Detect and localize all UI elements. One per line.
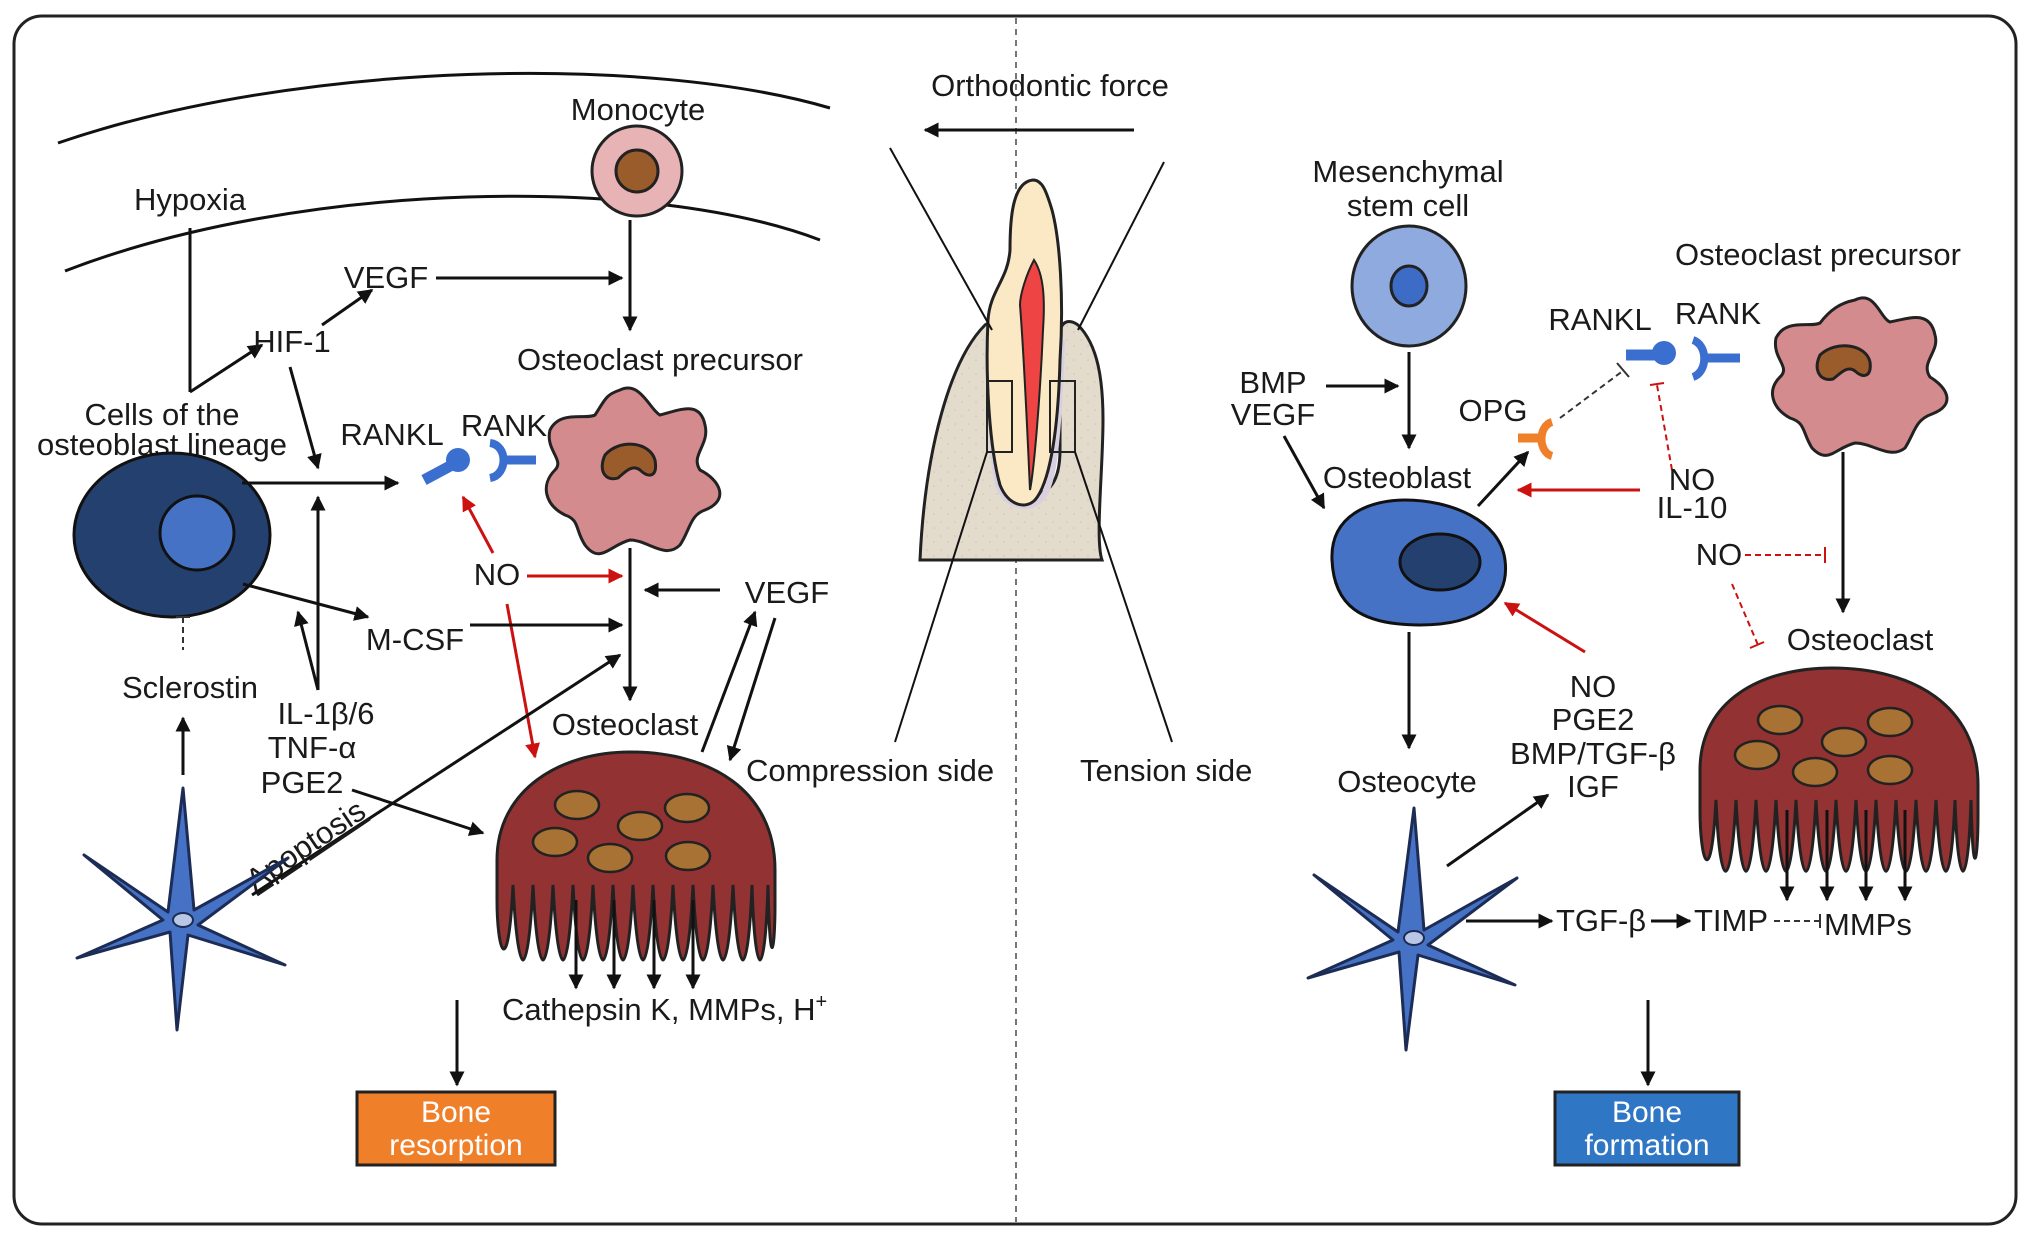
svg-text:NO: NO xyxy=(1570,669,1617,704)
secretions-label: Cathepsin K, MMPs, H+ xyxy=(502,991,827,1027)
svg-text:Bone: Bone xyxy=(1612,1096,1682,1129)
svg-text:Bone: Bone xyxy=(421,1096,491,1129)
il-label: IL-1β/6 xyxy=(277,696,374,731)
osteoclast-precursor-nucleus-left xyxy=(600,442,658,481)
opg-label: OPG xyxy=(1459,393,1528,428)
rank-receptor-right xyxy=(1691,336,1740,381)
osteoclast-precursor-label-right: Osteoclast precursor xyxy=(1675,237,1961,272)
secretion-arrows-left xyxy=(568,900,701,990)
osteoblast-lineage-cell xyxy=(72,451,272,619)
apoptosis-label: Apoptosis xyxy=(239,793,371,898)
vessel-wall-top xyxy=(57,71,831,145)
bone-resorption-box: Bone resorption xyxy=(355,1090,557,1167)
tension-side-label: Tension side xyxy=(1080,753,1252,788)
sclerostin-label: Sclerostin xyxy=(122,670,258,705)
no-label-left: NO xyxy=(474,557,521,592)
tooth-illustration xyxy=(889,147,1173,743)
svg-text:BMP/TGF-β: BMP/TGF-β xyxy=(1510,736,1676,771)
rankl-label-left: RANKL xyxy=(340,417,443,452)
rank-label-right: RANK xyxy=(1675,296,1761,331)
mesenchymal-stem-cell xyxy=(1350,224,1468,348)
svg-text:resorption: resorption xyxy=(389,1129,522,1162)
osteoclast-label-right: Osteoclast xyxy=(1787,622,1934,657)
pge2-label: PGE2 xyxy=(261,765,344,800)
mmps-label: MMPs xyxy=(1824,907,1912,942)
no-label-right-1: NO xyxy=(1669,462,1716,497)
osteocyte-label: Osteocyte xyxy=(1337,764,1477,799)
mcsf-label: M-CSF xyxy=(366,622,464,657)
figure-frame xyxy=(12,14,2018,1226)
opg-decoy-receptor xyxy=(1518,418,1554,460)
monocyte-cell xyxy=(590,124,684,218)
msc-label: Mesenchymal xyxy=(1312,154,1503,189)
tnf-label: TNF-α xyxy=(268,730,357,765)
bone-formation-box: Bone formation xyxy=(1553,1090,1741,1167)
osteoclast-precursor-cell-left xyxy=(544,386,722,556)
osteoblast-lineage-label: Cells of the xyxy=(84,397,239,432)
vessel-wall-bottom xyxy=(64,194,821,273)
osteoclast-cell-left xyxy=(495,750,777,962)
osteoclast-nuclei-right xyxy=(1733,704,1914,788)
timp-label: TIMP xyxy=(1694,903,1768,938)
osteoclast-precursor-nucleus-right xyxy=(1815,344,1872,381)
compression-side-label: Compression side xyxy=(746,753,994,788)
orthodontic-force-label: Orthodontic force xyxy=(931,68,1169,103)
msc-label-2: stem cell xyxy=(1347,188,1469,223)
osteoblast-cell xyxy=(1330,498,1508,627)
vegf-mid-label: VEGF xyxy=(745,575,829,610)
osteocyte-factors: NO PGE2 BMP/TGF-β IGF xyxy=(1510,669,1676,804)
vegf-top-label: VEGF xyxy=(344,260,428,295)
rankl-ligand-right xyxy=(1626,341,1676,365)
hif1-label: HIF-1 xyxy=(253,324,331,359)
il10-label: IL-10 xyxy=(1657,490,1728,525)
bmp-label: BMP xyxy=(1239,365,1306,400)
osteoblast-label: Osteoblast xyxy=(1323,460,1472,495)
svg-text:formation: formation xyxy=(1584,1129,1709,1162)
osteocyte-cell-left xyxy=(75,786,290,1032)
rankl-ligand-left xyxy=(421,448,470,485)
osteoclast-precursor-cell-right xyxy=(1771,296,1949,457)
osteoclast-nuclei-left xyxy=(531,789,712,874)
svg-text:IGF: IGF xyxy=(1567,769,1619,804)
vegf-label-right: VEGF xyxy=(1231,397,1315,432)
tgfb-label: TGF-β xyxy=(1556,903,1646,938)
osteoclast-cell-right xyxy=(1698,666,1980,873)
svg-text:PGE2: PGE2 xyxy=(1552,702,1635,737)
osteoclast-label-left: Osteoclast xyxy=(552,707,699,742)
osteoclast-precursor-label-left: Osteoclast precursor xyxy=(517,342,803,377)
monocyte-label: Monocyte xyxy=(571,92,705,127)
hypoxia-label: Hypoxia xyxy=(134,182,247,217)
rankl-label-right: RANKL xyxy=(1548,302,1651,337)
osteocyte-cell-right xyxy=(1306,806,1519,1052)
secretion-arrows-right xyxy=(1779,810,1913,902)
tooth-pulp xyxy=(1018,258,1045,491)
rank-label-left: RANK xyxy=(461,408,547,443)
no-label-right-2: NO xyxy=(1696,537,1743,572)
rank-receptor-left xyxy=(488,439,536,482)
